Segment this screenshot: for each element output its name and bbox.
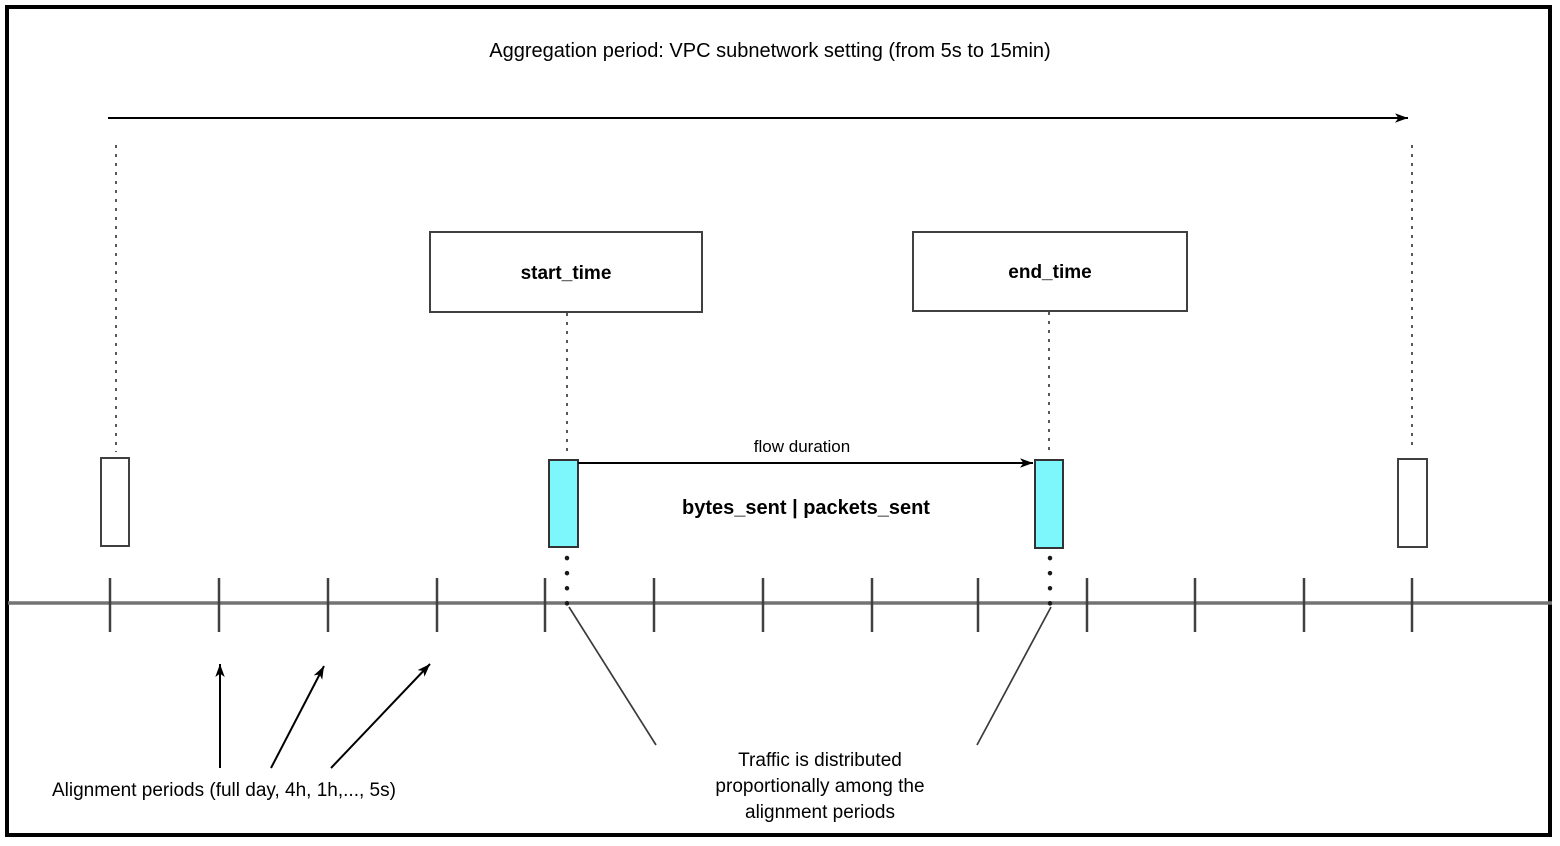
flow-end-marker [1034,459,1064,549]
alignment-periods-label: Alignment periods (full day, 4h, 1h,...,… [52,780,396,801]
start-time-box-rect [429,231,703,313]
end-time-label: end_time [1008,262,1091,283]
end-time-box: end_time [912,231,1188,312]
flow-duration-label: flow duration [754,437,850,456]
end-time-box-rect [912,231,1188,312]
right-leader-line [976,606,1052,746]
traffic-note: Traffic is distributed proportionally am… [715,750,924,823]
right-boundary-marker [1397,458,1428,548]
flow-start-marker [548,459,579,548]
timeline-ticks [108,578,1414,632]
traffic-note-line-1: Traffic is distributed [738,750,902,771]
diagram-border [5,5,1552,837]
flow-metrics-label: bytes_sent | packets_sent [682,497,930,519]
start-time-label: start_time [521,263,612,284]
alignment-arrow-2 [270,665,325,769]
left-boundary-marker [100,457,130,547]
diagram-title: Aggregation period: VPC subnetwork setti… [489,40,1050,62]
left-leader-line [568,606,657,746]
traffic-note-line-2: proportionally among the [715,776,924,797]
start-time-box: start_time [429,231,703,313]
alignment-arrow-3 [330,663,431,769]
traffic-note-line-3: alignment periods [745,802,895,823]
